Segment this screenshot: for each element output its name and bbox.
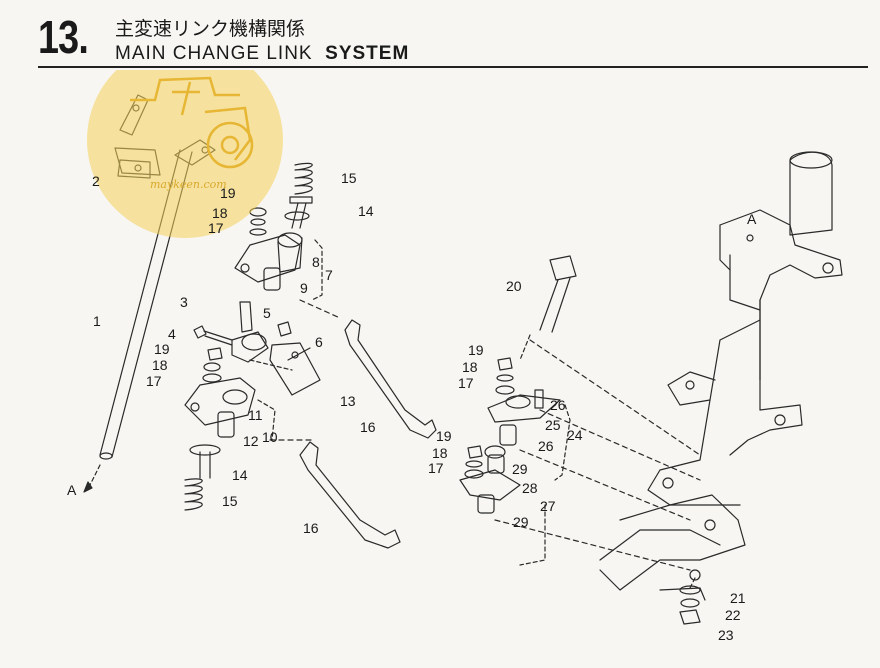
part-label-16: 16 bbox=[360, 419, 376, 435]
part-label-11: 11 bbox=[248, 407, 263, 423]
part-label-18: 18 bbox=[152, 357, 168, 373]
part-label-24: 24 bbox=[567, 427, 583, 443]
part-label-4: 4 bbox=[168, 326, 176, 342]
leader-lines bbox=[269, 299, 701, 571]
part-label-18: 18 bbox=[462, 359, 478, 375]
exploded-parts-diagram: maykeen.com 1234567891011121314141515161… bbox=[67, 70, 843, 643]
part-label-2: 2 bbox=[92, 173, 100, 189]
part-label-29: 29 bbox=[512, 461, 528, 477]
part-label-8: 8 bbox=[312, 254, 320, 270]
part-label-1: 1 bbox=[93, 313, 101, 329]
washer-stack-right-lower bbox=[464, 445, 484, 479]
part-label-15: 15 bbox=[222, 493, 238, 509]
part-label-14: 14 bbox=[358, 203, 374, 219]
part-label-18: 18 bbox=[212, 205, 228, 221]
washer-stack-upper bbox=[249, 207, 267, 236]
part-label-26: 26 bbox=[550, 397, 566, 413]
part-upper-arm bbox=[234, 232, 303, 291]
part-label-19: 19 bbox=[468, 342, 484, 358]
part-label-10: 10 bbox=[262, 429, 278, 445]
part-label-18: 18 bbox=[432, 445, 448, 461]
part-label-17: 17 bbox=[458, 375, 474, 391]
watermark: maykeen.com bbox=[87, 70, 283, 238]
title-english-main: MAIN CHANGE LINK bbox=[115, 43, 313, 64]
header-rule bbox=[38, 66, 868, 68]
part-bottom-fasteners bbox=[679, 577, 701, 625]
tractor-icon bbox=[130, 76, 254, 169]
part-label-15: 15 bbox=[341, 170, 357, 186]
part-plate bbox=[269, 342, 321, 396]
washer-stack-right-upper bbox=[495, 357, 515, 395]
part-long-bolt bbox=[519, 255, 577, 361]
title-japanese: 主変速リンク機構関係 bbox=[115, 18, 306, 40]
part-label-A: A bbox=[67, 482, 77, 498]
part-label-29: 29 bbox=[513, 514, 529, 530]
part-label-9: 9 bbox=[300, 280, 308, 296]
part-label-23: 23 bbox=[718, 627, 734, 643]
part-label-26: 26 bbox=[538, 438, 554, 454]
part-upper-spring bbox=[284, 162, 313, 229]
part-link-rod-upper bbox=[344, 319, 437, 439]
part-bolt bbox=[193, 325, 233, 346]
part-label-A: A bbox=[747, 211, 757, 227]
part-label-17: 17 bbox=[146, 373, 162, 389]
part-label-19: 19 bbox=[436, 428, 452, 444]
part-label-7: 7 bbox=[325, 267, 333, 283]
part-label-20: 20 bbox=[506, 278, 522, 294]
part-label-13: 13 bbox=[340, 393, 356, 409]
part-right-arm-upper bbox=[487, 389, 561, 446]
title-english: MAIN CHANGE LINK SYSTEM bbox=[115, 43, 409, 65]
page-header: 13. 主変速リンク機構関係 MAIN CHANGE LINK SYSTEM bbox=[0, 0, 880, 80]
part-right-arm-lower bbox=[459, 445, 521, 514]
part-label-17: 17 bbox=[428, 460, 444, 476]
part-label-19: 19 bbox=[220, 185, 236, 201]
part-lower-arm bbox=[184, 377, 256, 438]
part-label-16: 16 bbox=[303, 520, 319, 536]
washer-stack-left bbox=[202, 347, 223, 383]
part-label-27: 27 bbox=[540, 498, 556, 514]
part-label-19: 19 bbox=[154, 341, 170, 357]
part-label-5: 5 bbox=[263, 305, 271, 321]
part-link-rod-lower bbox=[299, 441, 401, 549]
part-nut bbox=[277, 321, 292, 337]
section-number: 13. bbox=[38, 11, 89, 63]
part-housing bbox=[599, 151, 843, 601]
part-label-22: 22 bbox=[725, 607, 741, 623]
part-lever bbox=[231, 301, 269, 363]
part-label-25: 25 bbox=[545, 417, 561, 433]
part-label-12: 12 bbox=[243, 433, 259, 449]
title-english-system: SYSTEM bbox=[325, 43, 410, 64]
watermark-text: maykeen.com bbox=[150, 178, 227, 191]
part-label-3: 3 bbox=[180, 294, 188, 310]
part-lower-spring bbox=[184, 444, 221, 511]
part-label-6: 6 bbox=[315, 334, 323, 350]
part-label-28: 28 bbox=[522, 480, 538, 496]
part-label-17: 17 bbox=[208, 220, 224, 236]
part-label-21: 21 bbox=[730, 590, 746, 606]
part-label-14: 14 bbox=[232, 467, 248, 483]
